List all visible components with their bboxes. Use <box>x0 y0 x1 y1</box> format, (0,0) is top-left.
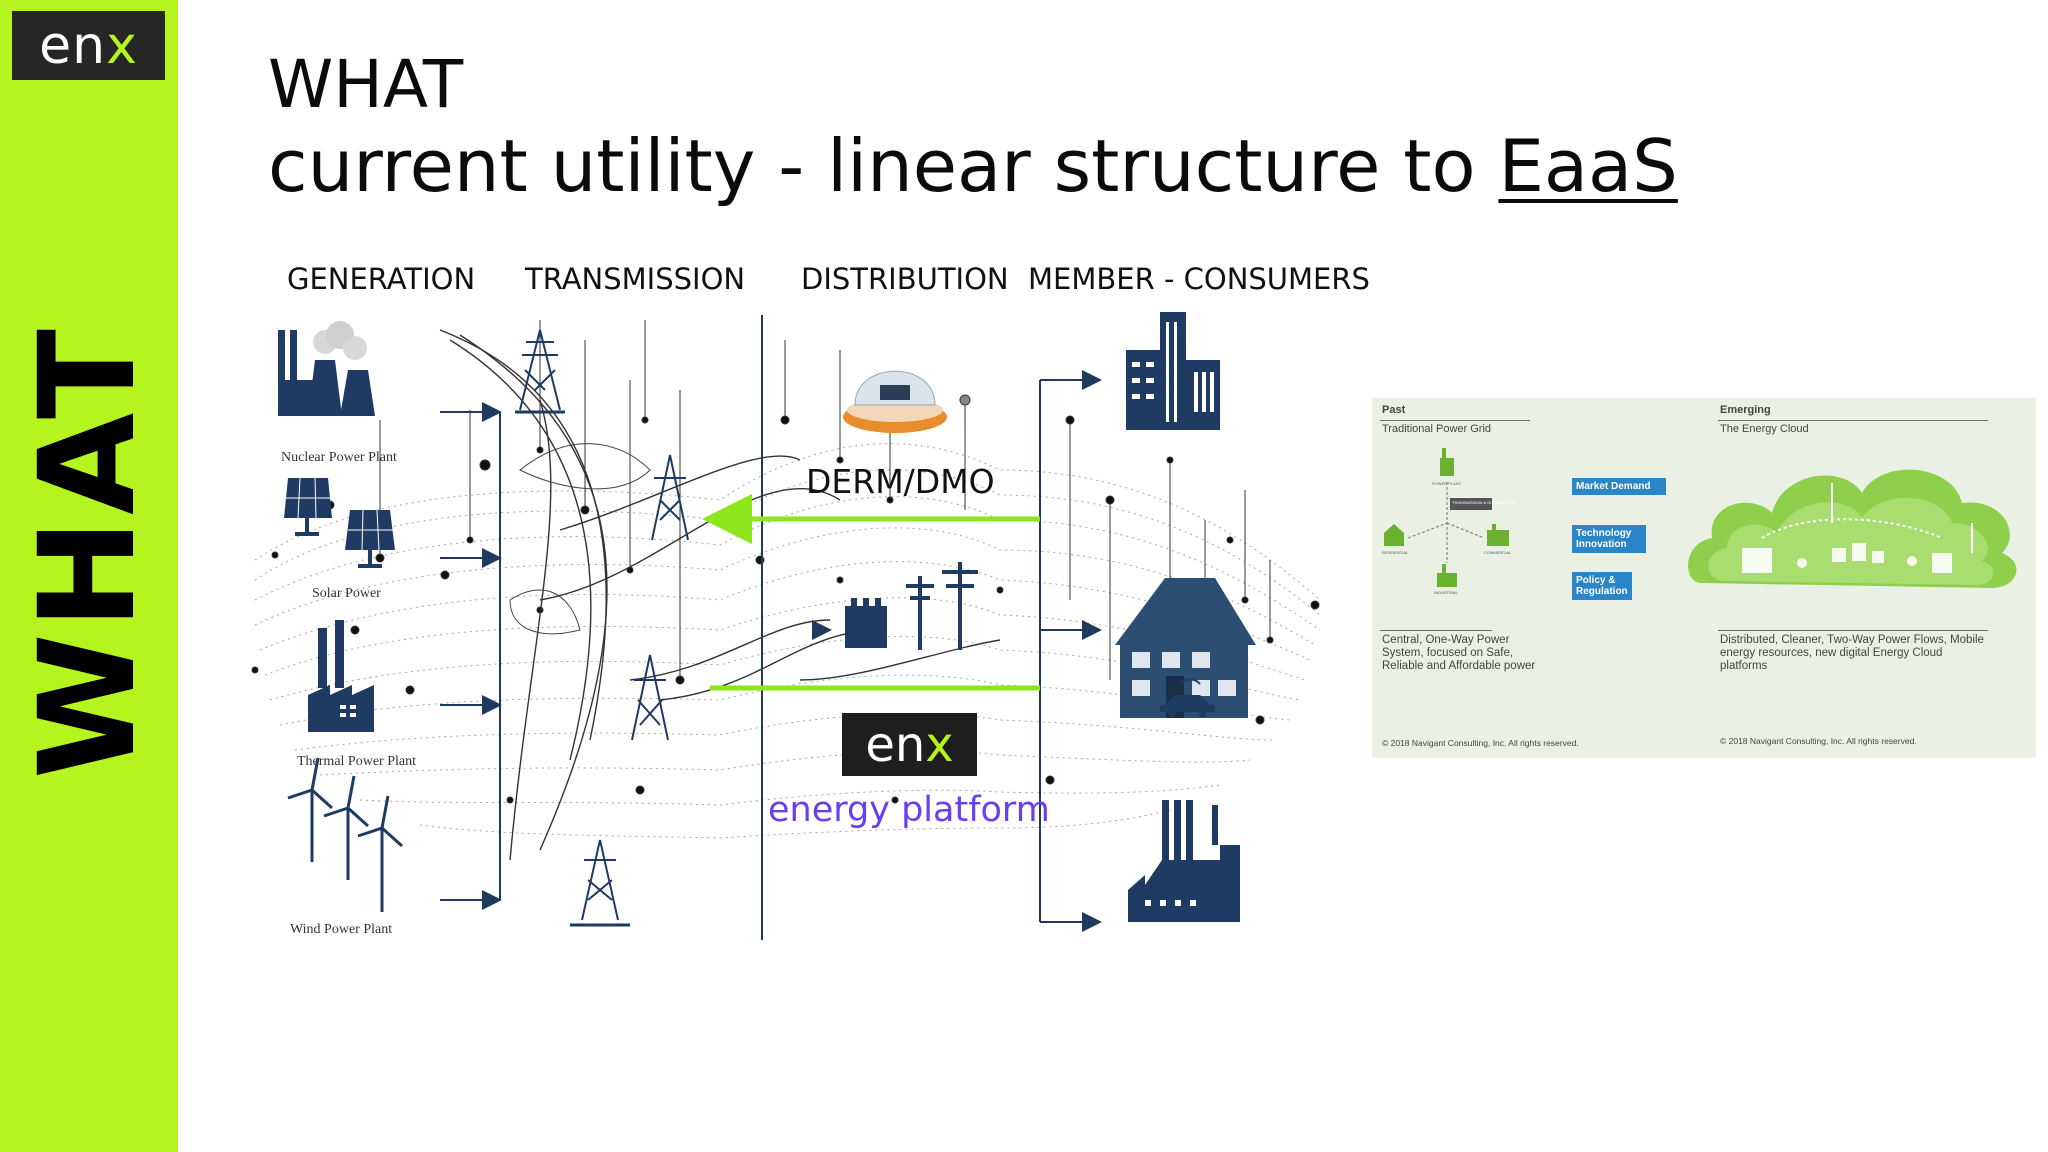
emerging-heading: Emerging <box>1720 404 1771 416</box>
house-icon <box>1115 578 1256 718</box>
copyright-left: © 2018 Navigant Consulting, Inc. All rig… <box>1382 738 1579 748</box>
nuclear-plant-icon <box>278 321 375 416</box>
solar-panel-icon <box>284 477 395 568</box>
past-node-power-plant: POWER PLANT <box>1432 481 1462 486</box>
office-building-icon <box>1126 312 1220 430</box>
traditional-grid-diagram: POWER PLANT TRANSMISSION & DISTRIBUTION … <box>1382 448 1516 595</box>
column-header-consumers: MEMBER - CONSUMERS <box>1028 262 1370 296</box>
column-header-transmission: TRANSMISSION <box>525 262 746 296</box>
wind-turbine-icon <box>287 757 404 912</box>
control-room-icon <box>843 370 947 433</box>
past-heading: Past <box>1382 404 1406 416</box>
driver-market-demand: Market Demand <box>1572 478 1666 495</box>
generation-bracket <box>440 402 502 910</box>
energy-platform-label: energy platform <box>768 790 1050 830</box>
driver-policy-regulation: Policy & Regulation <box>1572 572 1632 600</box>
electric-car-icon <box>1160 678 1215 717</box>
caption-nuclear: Nuclear Power Plant <box>281 450 397 465</box>
past-description: Central, One-Way Power System, focused o… <box>1382 634 1536 672</box>
transmission-tower-icon <box>515 329 689 927</box>
column-header-generation: GENERATION <box>287 262 476 296</box>
past-node-commercial: COMMERCIAL <box>1484 550 1512 555</box>
emerging-description: Distributed, Cleaner, Two-Way Power Flow… <box>1720 634 1984 672</box>
eaas-underlined: EaaS <box>1498 124 1678 208</box>
copyright-right: © 2018 Navigant Consulting, Inc. All rig… <box>1720 736 1917 746</box>
mesh-core <box>509 443 651 635</box>
thermal-plant-icon <box>308 620 374 732</box>
slide-subtitle: current utility - linear structure to Ea… <box>268 124 1678 208</box>
past-node-industrial: INDUSTRIAL <box>1434 590 1459 595</box>
caption-solar: Solar Power <box>312 586 381 601</box>
slide-title: WHAT <box>268 46 464 123</box>
consumer-bracket <box>1039 370 1102 932</box>
emerging-subheading: The Energy Cloud <box>1720 423 1809 435</box>
column-header-distribution: DISTRIBUTION <box>801 262 1009 296</box>
caption-thermal: Thermal Power Plant <box>297 754 416 769</box>
past-emerging-panel: Past Traditional Power Grid Emerging The… <box>1372 398 2036 758</box>
utility-pole-icon <box>906 562 978 650</box>
past-node-transmission: TRANSMISSION & DISTRIBUTION <box>1452 500 1516 505</box>
past-subheading: Traditional Power Grid <box>1382 423 1492 435</box>
caption-wind: Wind Power Plant <box>290 922 393 937</box>
factory-icon <box>1128 800 1240 922</box>
energy-cloud-icon <box>1688 469 2017 588</box>
derm-dmo-label: DERM/DMO <box>806 462 995 501</box>
utility-diagram <box>251 312 1321 940</box>
past-node-residential: RESIDENTIAL <box>1382 550 1409 555</box>
vertical-section-label: WHAT <box>11 324 165 780</box>
driver-technology-innovation: Technology Innovation <box>1572 525 1646 553</box>
transformer-icon <box>845 598 887 648</box>
